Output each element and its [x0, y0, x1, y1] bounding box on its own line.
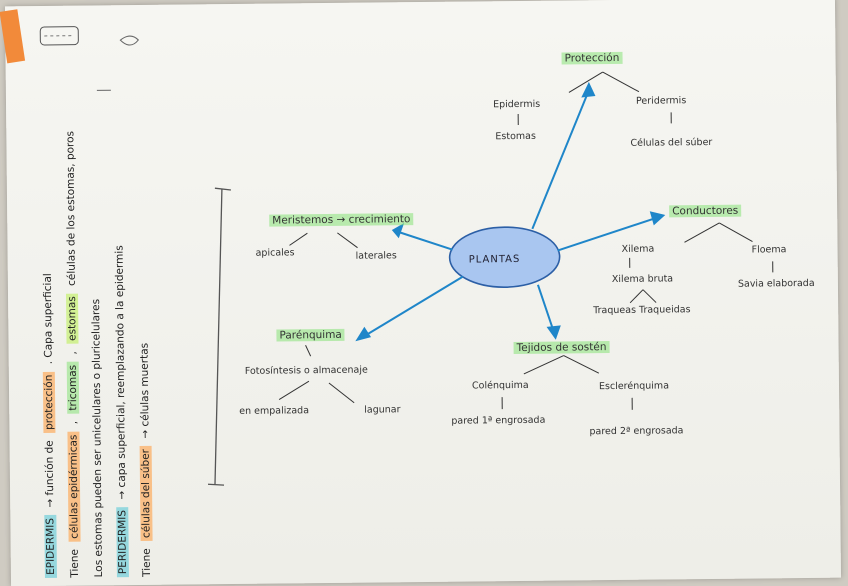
center-label: PLANTAS	[469, 254, 521, 266]
node-empalizada: en empalizada	[239, 405, 309, 417]
node-pared-2: pared 2ª engrosada	[589, 425, 683, 437]
node-conductores: Conductores	[669, 205, 741, 218]
arrow-meristemo	[399, 232, 452, 251]
node-traqueas: Traqueas Traqueidas	[593, 304, 690, 316]
node-sosten: Tejidos de sostén	[514, 341, 610, 354]
bracket-bottom	[208, 484, 224, 485]
mind-map	[5, 0, 841, 586]
node-savia-elaborada: Savia elaborada	[738, 278, 815, 290]
node-floema: Floema	[752, 244, 787, 255]
node-lagunar: lagunar	[364, 404, 400, 415]
node-fotosintesis: Fotosíntesis o almacenaje	[245, 365, 368, 377]
node-epidermis: Epidermis	[493, 99, 540, 110]
node-estomas: Estomas	[495, 131, 536, 142]
notebook-page: EPIDERMIS → función de protección . Capa…	[5, 0, 841, 586]
node-meristemos: Meristemos → crecimiento	[269, 213, 413, 227]
node-esclerenquima: Esclerénquima	[599, 380, 669, 392]
node-parenquima: Parénquima	[276, 329, 345, 342]
node-laterales: laterales	[356, 250, 397, 261]
arrow-proteccion	[531, 90, 590, 229]
node-proteccion: Protección	[562, 52, 623, 65]
arrow-sosten	[538, 285, 553, 331]
arrow-parenquima	[363, 277, 464, 337]
node-peridermis: Peridermis	[636, 95, 686, 107]
arrows	[355, 83, 665, 339]
node-celulas-suber: Células del súber	[630, 137, 712, 149]
node-xilema-bruta: Xilema bruta	[612, 273, 673, 285]
bracket-line	[212, 189, 225, 484]
bracket-top	[215, 188, 231, 190]
node-apicales: apicales	[256, 247, 295, 258]
node-xilema: Xilema	[622, 244, 655, 255]
node-pared-1: pared 1ª engrosada	[451, 415, 545, 427]
node-colenquima: Colénquima	[472, 380, 529, 392]
